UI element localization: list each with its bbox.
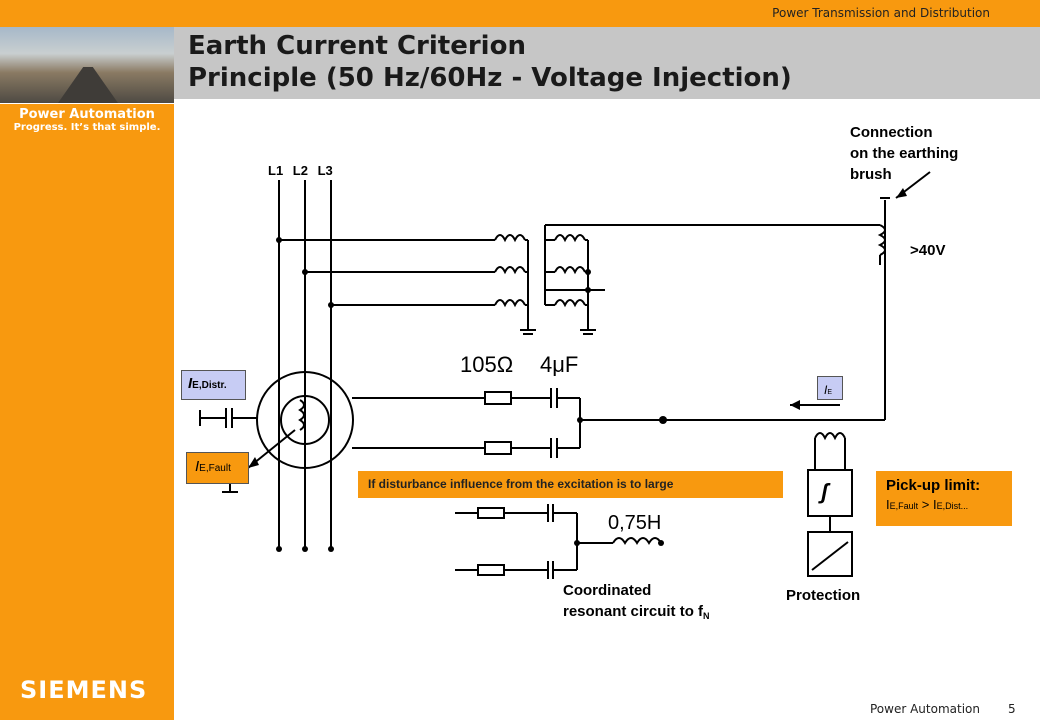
pickup-operator: > xyxy=(918,497,933,512)
resistor-105 xyxy=(484,391,512,405)
pickup-title: Pick-up limit: xyxy=(886,477,981,494)
connection-note: Connection on the earthing brush xyxy=(850,122,958,185)
vt-primary-coil-1 xyxy=(494,234,526,243)
phase-label-l1: L1 xyxy=(268,163,284,178)
core-balance-ct xyxy=(256,371,354,469)
ie-measure-main: I xyxy=(824,383,828,397)
resonant-line-2: resonant circuit to f xyxy=(563,603,704,620)
ie-distr-sub: E,Distr. xyxy=(192,380,227,391)
inductor-value: 0,75H xyxy=(608,512,662,534)
resonant-line-1: Coordinated xyxy=(563,582,652,599)
relay-block xyxy=(807,531,853,577)
siemens-logo: SIEMENS xyxy=(20,676,148,704)
ie-fault-sub: E,Fault xyxy=(199,463,231,474)
division-label: Power Transmission and Distribution xyxy=(772,6,990,20)
resistor-value: 105Ω xyxy=(460,352,514,377)
capacitor-value: 4μF xyxy=(540,352,579,377)
resonant-resistor-1 xyxy=(477,507,505,519)
resonant-sub: N xyxy=(703,611,710,621)
protection-label: Protection xyxy=(786,587,861,604)
title-line-1: Earth Current Criterion xyxy=(188,31,526,61)
core-balance-ct-inner xyxy=(280,395,330,445)
ie-measure-sub: E xyxy=(827,389,833,396)
disturbance-note: If disturbance influence from the excita… xyxy=(358,471,783,498)
vt-secondary-coil-3 xyxy=(554,299,586,308)
phase-label-l2: L2 xyxy=(292,163,308,178)
ie-measure-box: IE xyxy=(817,376,843,400)
vt-secondary-coil-1 xyxy=(554,234,586,243)
pickup-lhs-sub: E,Fault xyxy=(889,501,919,511)
ie-fault-label-box: IE,Fault xyxy=(186,452,249,484)
phase-label-l3: L3 xyxy=(317,163,333,178)
brand-tagline: Progress. It’s that simple. xyxy=(13,122,161,133)
connection-note-3: brush xyxy=(850,166,892,183)
pickup-lhs-main: I xyxy=(886,497,890,512)
vt-secondary-coil-2 xyxy=(554,266,586,275)
slide-title: Earth Current Criterion Principle (50 Hz… xyxy=(188,30,792,94)
power-automation-brand: Power Automation Progress. It’s that sim… xyxy=(0,103,174,146)
footer-text: Power Automation xyxy=(870,702,980,716)
ie-distr-main: I xyxy=(188,375,193,392)
vt-primary-coil-2 xyxy=(494,266,526,275)
resonant-resistor-2 xyxy=(477,564,505,576)
resistor-105-b xyxy=(484,441,512,455)
pickup-rhs-sub: E,Dist... xyxy=(936,501,969,511)
connection-note-2: on the earthing xyxy=(850,145,959,162)
resonant-circuit-label: Coordinated resonant circuit to fN xyxy=(563,580,710,627)
voltage-label: >40V xyxy=(910,242,946,259)
title-line-2: Principle (50 Hz/60Hz - Voltage Injectio… xyxy=(188,63,792,93)
filter-symbol: ʃ xyxy=(821,479,829,504)
vt-primary-coil-3 xyxy=(494,299,526,308)
filter-block xyxy=(807,469,853,517)
ie-distr-label-box: IE,Distr. xyxy=(181,370,246,400)
page-number: 5 xyxy=(1008,702,1016,716)
phase-labels: L1 L2 L3 xyxy=(268,163,333,178)
resonant-inductor xyxy=(612,537,662,545)
ie-fault-main: I xyxy=(195,458,200,475)
connection-note-1: Connection xyxy=(850,124,933,141)
road-photo-image xyxy=(0,27,174,103)
pickup-limit-box: Pick-up limit: IE,Fault > IE,Dist... xyxy=(876,471,1012,526)
protection-ct-coil xyxy=(814,432,846,441)
top-bar: Power Transmission and Distribution xyxy=(174,0,1040,27)
pickup-rhs-main: I xyxy=(932,497,937,512)
brand-product: Power Automation xyxy=(19,107,155,122)
ct-winding xyxy=(298,399,305,431)
title-bar xyxy=(174,27,1040,99)
